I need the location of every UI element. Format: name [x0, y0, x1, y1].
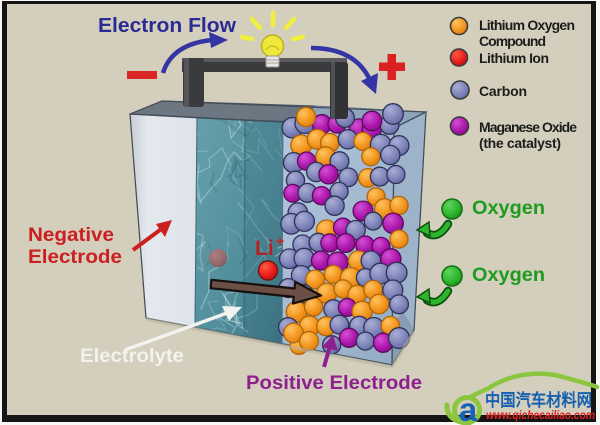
svg-text:Positive Electrode: Positive Electrode [246, 373, 422, 394]
svg-text:Li: Li [255, 237, 274, 260]
svg-text:Electrode: Electrode [28, 247, 122, 268]
svg-text:www.qichecailiao.com: www.qichecailiao.com [486, 410, 595, 422]
svg-text:Electron Flow: Electron Flow [98, 15, 236, 37]
svg-text:Oxygen: Oxygen [472, 265, 545, 286]
svg-text:Electrolyte: Electrolyte [80, 346, 184, 367]
svg-text:Lithium Oxygen: Lithium Oxygen [479, 17, 575, 33]
svg-text:(the catalyst): (the catalyst) [479, 135, 561, 151]
svg-text:Compound: Compound [479, 33, 546, 49]
svg-text:a: a [459, 391, 478, 425]
svg-text:中国汽车材料网: 中国汽车材料网 [485, 390, 592, 410]
svg-text:Lithium Ion: Lithium Ion [479, 50, 549, 66]
svg-text:Maganese Oxide: Maganese Oxide [479, 119, 577, 135]
svg-text:Negative: Negative [28, 225, 114, 246]
svg-text:Oxygen: Oxygen [472, 198, 545, 219]
svg-text:+: + [276, 233, 284, 249]
svg-text:Carbon: Carbon [479, 83, 527, 99]
